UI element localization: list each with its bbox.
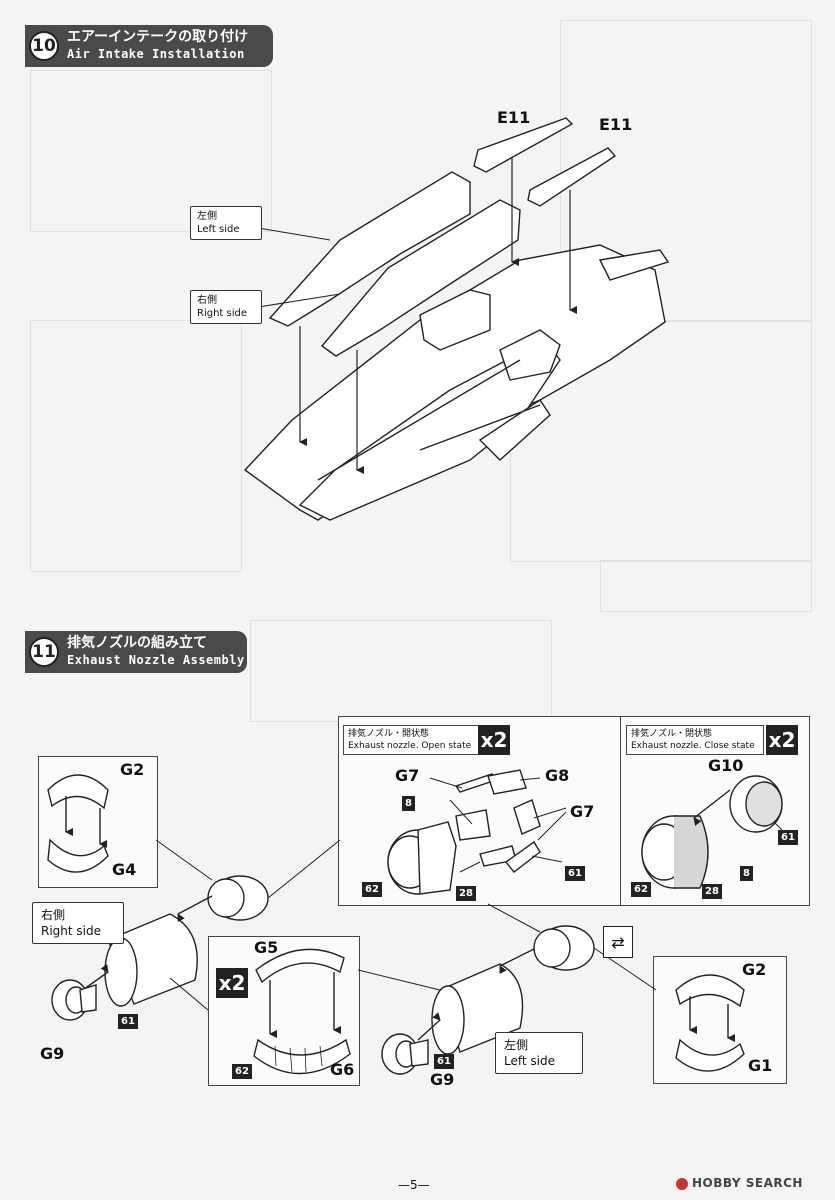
close-state-jp: 排気ノズル・閉状態 xyxy=(631,729,713,739)
part-g8: G8 xyxy=(545,766,570,785)
part-e11-left: E11 xyxy=(497,108,531,127)
swap-arrows-icon: ⇄ xyxy=(603,926,633,958)
open-state-qty: x2 xyxy=(478,725,510,755)
part-g6: G6 xyxy=(330,1060,355,1079)
left-side-label-11: 左側 Left side xyxy=(495,1032,583,1074)
left-side-label: 左側 Left side xyxy=(190,206,262,240)
part-num-62-close: 62 xyxy=(631,882,651,897)
open-state-jp: 排気ノズル・開状態 xyxy=(348,729,430,739)
part-g5: G5 xyxy=(254,938,279,957)
part-g2-upper: G2 xyxy=(120,760,145,779)
page-number: —5— xyxy=(398,1178,430,1192)
part-e11-right: E11 xyxy=(599,115,633,134)
step11-number: 11 xyxy=(29,637,59,667)
part-num-62-open: 62 xyxy=(362,882,382,897)
part-g10: G10 xyxy=(708,756,744,775)
part-g4: G4 xyxy=(112,860,137,879)
part-g2-lower: G2 xyxy=(742,960,767,979)
part-num-8-close: 8 xyxy=(740,866,753,881)
exhaust-nozzle-diagram xyxy=(47,769,783,1075)
right-side-label: 右側 Right side xyxy=(190,290,262,324)
watermark-logo-icon xyxy=(676,1177,688,1190)
part-num-62-middle: 62 xyxy=(232,1064,252,1079)
step10-header: 10 エアーインテークの取り付け Air Intake Installation xyxy=(25,25,273,67)
close-state-qty: x2 xyxy=(766,725,798,755)
right-side-label-11: 右側 Right side xyxy=(32,902,124,944)
right-side-jp: 右側 xyxy=(197,295,217,306)
part-g1: G1 xyxy=(748,1056,773,1075)
close-state-en: Exhaust nozzle. Close state xyxy=(631,741,755,751)
right-side-jp-11: 右側 xyxy=(41,908,66,922)
middle-qty: x2 xyxy=(216,968,248,998)
open-state-label: 排気ノズル・開状態 Exhaust nozzle. Open state xyxy=(343,725,481,755)
hobby-search-watermark: HOBBY SEARCH xyxy=(676,1176,803,1190)
left-side-jp-11: 左側 xyxy=(504,1038,529,1052)
step10-title-en: Air Intake Installation xyxy=(67,47,245,61)
part-g9-right: G9 xyxy=(40,1044,65,1063)
part-num-28-open: 28 xyxy=(456,886,476,901)
right-side-en-11: Right side xyxy=(41,924,101,938)
left-side-jp: 左側 xyxy=(197,211,217,222)
part-num-61-left: 61 xyxy=(434,1054,454,1069)
step11-header: 11 排気ノズルの組み立て Exhaust Nozzle Assembly xyxy=(25,631,247,673)
step11-title-en: Exhaust Nozzle Assembly xyxy=(67,653,245,667)
part-num-61-right: 61 xyxy=(118,1014,138,1029)
close-state-label: 排気ノズル・閉状態 Exhaust nozzle. Close state xyxy=(626,725,764,755)
part-g7-lower: G7 xyxy=(570,802,595,821)
part-num-8-open: 8 xyxy=(402,796,415,811)
part-num-28-close: 28 xyxy=(702,884,722,899)
watermark-text: HOBBY SEARCH xyxy=(692,1176,803,1190)
part-g7-upper: G7 xyxy=(395,766,420,785)
left-side-en: Left side xyxy=(197,224,240,235)
open-state-en: Exhaust nozzle. Open state xyxy=(348,741,472,751)
part-num-61-close: 61 xyxy=(778,830,798,845)
step10-title-jp: エアーインテークの取り付け xyxy=(67,29,249,45)
step10-number: 10 xyxy=(29,31,59,61)
air-intake-diagram xyxy=(243,117,670,521)
part-g9-left: G9 xyxy=(430,1070,455,1089)
part-num-61-open: 61 xyxy=(565,866,585,881)
step11-title-jp: 排気ノズルの組み立て xyxy=(67,635,207,651)
right-side-en: Right side xyxy=(197,308,247,319)
left-side-en-11: Left side xyxy=(504,1054,555,1068)
